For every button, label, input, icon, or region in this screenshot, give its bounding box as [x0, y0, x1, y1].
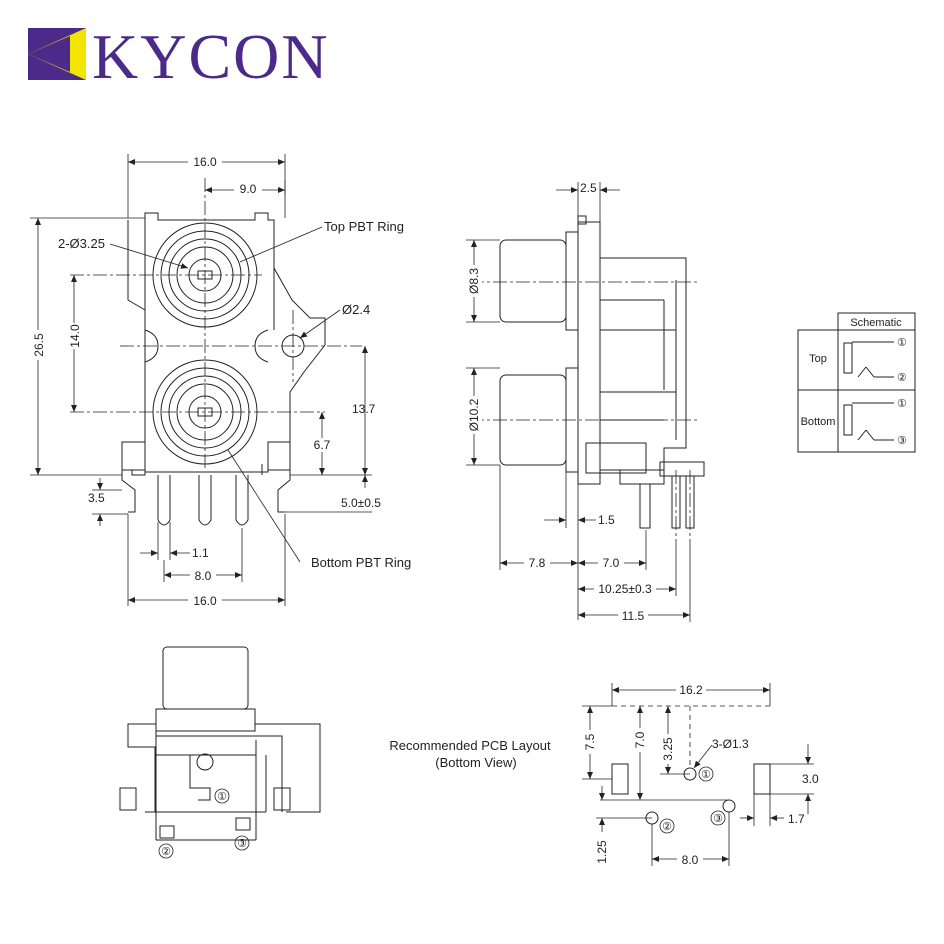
dim-13-7: 13.7: [352, 402, 376, 416]
dim-height: 26.5: [32, 333, 46, 357]
dim-7-0: 7.0: [603, 556, 620, 570]
bottom-view-pin-1: ①: [217, 791, 227, 803]
label-pin-hole: Ø2.4: [342, 302, 370, 317]
pcb-dim-7-0: 7.0: [633, 731, 647, 748]
pcb-pin-2: ②: [662, 821, 672, 833]
pcb-dim-1-7: 1.7: [788, 812, 805, 826]
bottom-view: ① ② ③: [119, 646, 321, 859]
bottom-view-pin-2: ②: [161, 846, 171, 858]
pcb-title-line1: Recommended PCB Layout: [389, 738, 551, 753]
dim-center-spacing: 14.0: [68, 324, 82, 348]
schematic-row-bottom-label: Bottom: [801, 416, 836, 428]
front-view: 16.0 9.0 26.5 14.0 2-Ø3.25 Top PBT Ring …: [30, 154, 411, 608]
dim-3-5: 3.5: [88, 491, 105, 505]
schematic-title: Schematic: [850, 317, 902, 329]
dim-11-5: 11.5: [622, 609, 645, 623]
dim-2-5: 2.5: [580, 181, 597, 195]
pcb-pin-1: ①: [701, 769, 711, 781]
pcb-pad-right: [753, 763, 771, 795]
pcb-pin-3: ③: [713, 813, 723, 825]
pin-left: [157, 475, 171, 526]
schematic-bottom-pin-1: ①: [897, 398, 907, 410]
pcb-pad-left: [611, 763, 629, 795]
pin-center: [198, 475, 212, 526]
dim-1-1: 1.1: [192, 546, 209, 560]
pcb-title-line2: (Bottom View): [435, 755, 516, 770]
logo-wordmark: KYCON: [92, 21, 330, 92]
label-top-pbt-ring: Top PBT Ring: [324, 219, 404, 234]
pcb-dim-16-2: 16.2: [679, 683, 703, 697]
dim-5-0: 5.0±0.5: [341, 496, 381, 510]
dim-8-0: 8.0: [195, 569, 212, 583]
pcb-dim-3-0: 3.0: [802, 772, 819, 786]
bottom-view-pin-3: ③: [237, 838, 247, 850]
side-view: 2.5 Ø8.3 Ø10.2 1.5 7.8 7.0 10.25±0.3: [466, 181, 705, 623]
dim-width-top: 16.0: [193, 155, 217, 169]
label-hole-callout: 2-Ø3.25: [58, 236, 105, 251]
schematic-top-pin-2: ②: [897, 372, 907, 384]
kycon-logo: KYCON: [28, 21, 330, 92]
dim-1-5: 1.5: [598, 513, 615, 527]
bottom-view-barrel: [162, 646, 249, 710]
pcb-hole-3: [722, 799, 736, 813]
dim-6-7: 6.7: [314, 438, 331, 452]
front-body-outline: [121, 212, 326, 476]
schematic-bottom-pin-3: ③: [897, 435, 907, 447]
pcb-layout: Recommended PCB Layout (Bottom View) 16.…: [389, 683, 819, 867]
dim-width-bottom: 16.0: [193, 594, 217, 608]
pcb-hole-callout: 3-Ø1.3: [712, 737, 749, 751]
pin-right: [235, 475, 249, 526]
schematic-table: Schematic Top ① ② Bottom ① ③: [797, 312, 916, 453]
pcb-dim-7-5: 7.5: [583, 733, 597, 750]
pcb-dim-1-25: 1.25: [595, 840, 609, 864]
dim-7-8: 7.8: [529, 556, 546, 570]
dim-10-25: 10.25±0.3: [598, 582, 652, 596]
pcb-dim-8-0: 8.0: [682, 853, 699, 867]
schematic-top-pin-1: ①: [897, 337, 907, 349]
pcb-dim-3-25: 3.25: [661, 737, 675, 761]
top-jack-barrel: [499, 239, 567, 323]
schematic-row-top-label: Top: [809, 353, 827, 365]
dim-offset-9: 9.0: [240, 182, 257, 196]
label-bottom-pbt-ring: Bottom PBT Ring: [311, 555, 411, 570]
dia-10-2: Ø10.2: [467, 398, 481, 431]
dia-8-3: Ø8.3: [467, 268, 481, 294]
